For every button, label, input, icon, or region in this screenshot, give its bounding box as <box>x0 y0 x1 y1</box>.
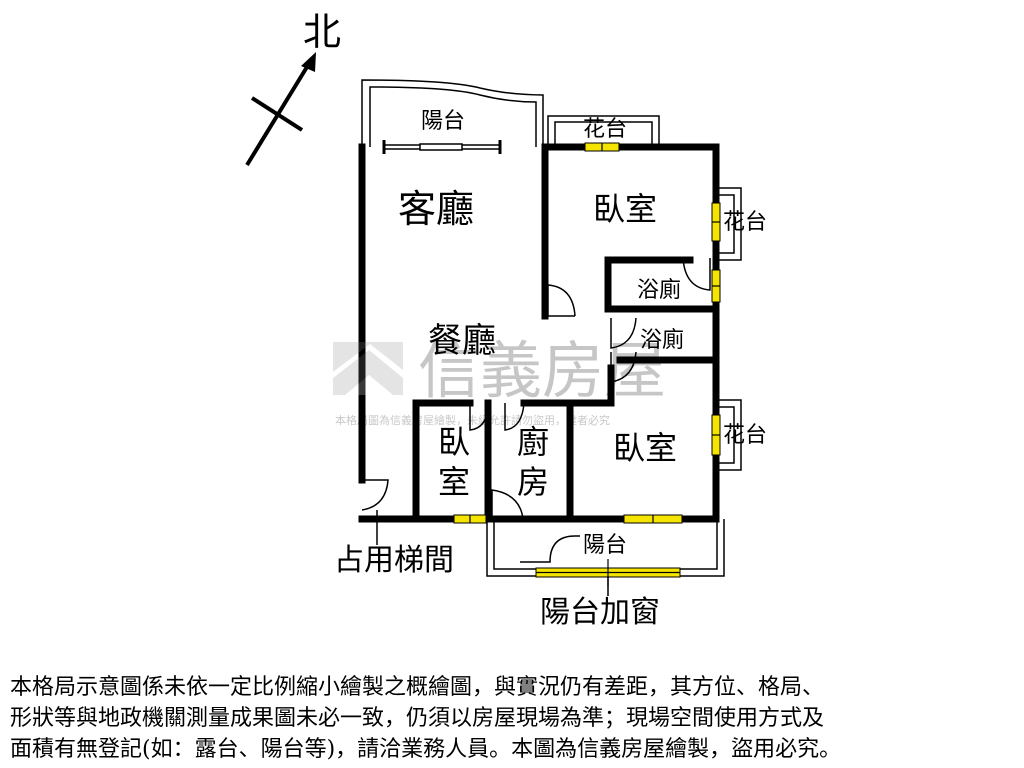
watermark-notice: 本格局圖為信義房屋繪製，未經允許請勿盜用，違者必究 <box>335 413 610 427</box>
leader-lines <box>376 510 609 596</box>
room-label-planter-top: 花台 <box>583 117 627 142</box>
room-label-bedroom-small-top: 臥 <box>438 423 470 461</box>
watermark-brand: 信義房屋 <box>418 334 666 407</box>
disclaimer-line-2: 形狀等與地政機關測量成果圖未必一致，仍須以房屋現場為準；現場空間使用方式及 <box>10 706 825 731</box>
floor-plan: 北 <box>245 10 767 630</box>
planter-east-2-outline <box>716 399 742 471</box>
north-arrow-icon <box>245 52 316 167</box>
disclaimer-line-1: 本格局示意圖係未依一定比例縮小繪製之概繪圖，與實況仍有差距，其方位、格局、 <box>10 675 825 700</box>
room-label-balcony-window: 陽台加窗 <box>540 595 660 630</box>
room-label-planter-east-1: 花台 <box>723 210 767 235</box>
room-label-bedroom-se: 臥室 <box>613 429 677 467</box>
disclaimer-line-3: 面積有無登記(如：露台、陽台等)，請洽業務人員。本圖為信義房屋繪製，盜用必究。 <box>10 737 842 762</box>
room-label-balcony-top: 陽台 <box>421 109 465 134</box>
room-label-kitchen-top: 廚 <box>517 423 549 461</box>
planter-top-outline <box>547 115 660 147</box>
disclaimer: 本格局示意圖係未依一定比例縮小繪製之概繪圖，與實況仍有差距，其方位、格局、 形狀… <box>10 672 1020 765</box>
watermark-logo-icon <box>333 342 403 395</box>
balcony-top-outline <box>361 79 544 147</box>
room-label-bath-2: 浴廁 <box>640 328 684 353</box>
room-label-planter-east-2: 花台 <box>723 423 767 448</box>
sliding-door-top <box>382 140 502 154</box>
room-label-dining: 餐廳 <box>428 321 496 361</box>
compass-north-label: 北 <box>303 10 341 54</box>
room-label-bedroom-small-bottom: 室 <box>438 463 470 501</box>
room-label-kitchen-bottom: 房 <box>517 463 549 501</box>
room-label-stair: 占用梯間 <box>334 543 454 578</box>
room-label-living: 客廳 <box>398 187 474 231</box>
planter-east-1-outline <box>716 187 742 261</box>
room-label-bath-1: 浴廁 <box>637 278 681 303</box>
watermark: 信義房屋 本格局圖為信義房屋繪製，未經允許請勿盜用，違者必究 <box>333 334 666 427</box>
door-swings <box>361 257 711 563</box>
room-label-balcony-bottom: 陽台 <box>583 533 627 558</box>
room-label-bedroom-ne: 臥室 <box>593 190 657 228</box>
